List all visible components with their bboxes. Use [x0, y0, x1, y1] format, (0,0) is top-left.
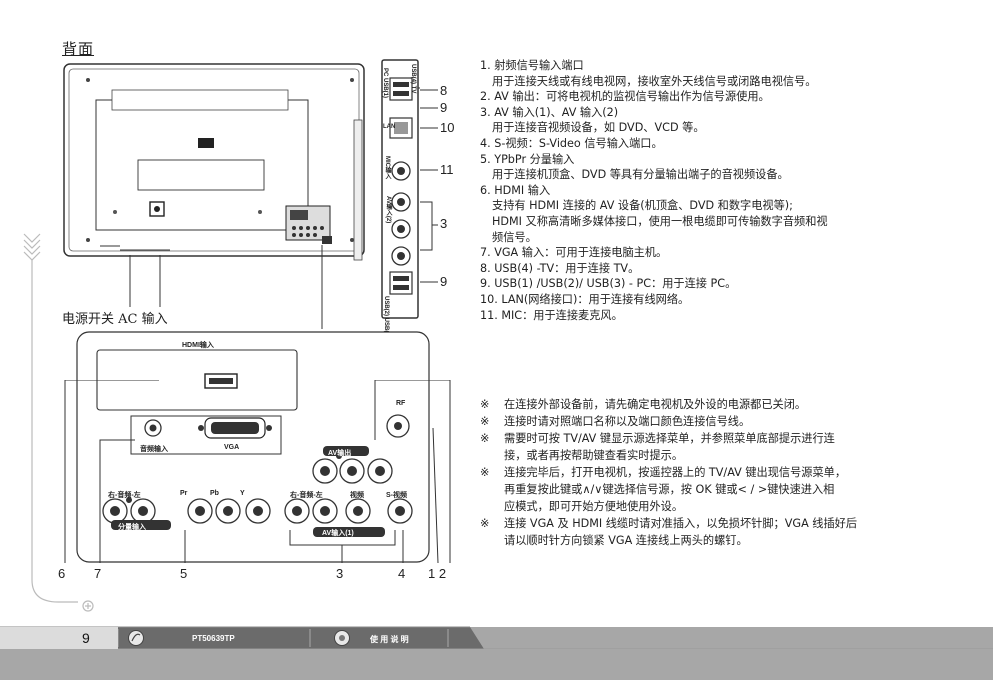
- model-number: PT50639TP: [192, 634, 235, 643]
- power-leader-lines: [129, 245, 323, 329]
- y-label: Y: [240, 490, 245, 497]
- callout-11: 11: [440, 162, 454, 177]
- note-mark: ※: [480, 517, 490, 530]
- callout-10: 10: [440, 120, 455, 135]
- side-callout-lines: [420, 89, 438, 283]
- note-line: 连接 VGA 及 HDMI 线缆时请对准插入，以免损坏针脚；VGA 线插好后: [504, 517, 858, 530]
- av-in-label: AV输入(1): [322, 530, 354, 537]
- item-line: 3. AV 输入(1)、AV 输入(2): [480, 105, 619, 119]
- item-line: HDMI 又称高清晰多媒体接口，使用一根电缆即可传输数字音频和视: [492, 214, 828, 228]
- usb-pc-label: PC USB(1): [382, 68, 388, 99]
- manual-label: 使 用 说 明: [370, 635, 409, 644]
- item-line: 1. 射频信号输入端口: [480, 59, 584, 72]
- decorative-chevrons: [23, 233, 94, 612]
- callout-9a: 9: [440, 100, 448, 115]
- note-line: 应模式，即可开始方便地使用外设。: [504, 500, 684, 513]
- video-label: 视频: [350, 492, 364, 499]
- brand-logo-icon: [128, 630, 144, 646]
- callout-3a: 3: [440, 216, 448, 231]
- note-mark: ※: [480, 398, 490, 411]
- rf-label: RF: [396, 400, 406, 407]
- item-line: 频信号。: [492, 230, 537, 244]
- note-line: 接，或者再按帮助键查看实时提示。: [504, 449, 684, 462]
- callout-9b: 9: [440, 274, 448, 289]
- item-list: 1. 射频信号输入端口用于连接天线或有线电视网，接收室外天线信号或闭路电视信号。…: [480, 58, 828, 323]
- manual-logo-icon: [334, 630, 350, 646]
- note-line: 再重复按此键或∧/∨键选择信号源，按 OK 键或< / >键快速进入相: [504, 483, 835, 496]
- bottom-callout-lines: [64, 380, 451, 564]
- note-line: 需要时可按 TV/AV 键显示源选择菜单，并参照菜单底部提示进行连: [504, 432, 835, 445]
- item-line: 10. LAN(网络接口)：用于连接有线网络。: [480, 292, 690, 306]
- pb-label: Pb: [210, 490, 219, 497]
- item-line: 8. USB(4) -TV：用于连接 TV。: [480, 261, 640, 275]
- footer-tabs: [0, 626, 993, 649]
- power-ac-label: 电源开关 AC 输入: [62, 312, 168, 327]
- note-item: ※ 连接时请对照端口名称以及端口颜色连接信号线。: [480, 413, 857, 430]
- note-line: 请以顺时针方向锁紧 VGA 连接线上两头的螺钉。: [504, 534, 748, 547]
- usb-tv-label: USB(4) TV: [410, 64, 416, 94]
- note-mark: ※: [480, 466, 490, 479]
- note-line: 连接时请对照端口名称以及端口颜色连接信号线。: [504, 415, 751, 428]
- item-line: 5. YPbPr 分量输入: [480, 152, 575, 166]
- note-item: ※ 在连接外部设备前，请先确定电视机及外设的电源都已关闭。: [480, 396, 857, 413]
- av2-label: AV输入(2): [385, 196, 391, 224]
- lan-label: LAN: [383, 124, 396, 130]
- page-number-box: [0, 627, 118, 649]
- audio-in-label: 音频输入: [140, 446, 168, 453]
- bottom-callout-6: 6: [58, 566, 66, 581]
- svideo-label: S-视频: [386, 492, 407, 499]
- bottom-callout-3: 3: [336, 566, 344, 581]
- item-line: 6. HDMI 输入: [480, 183, 551, 197]
- item-line: 用于连接音视频设备，如 DVD、VCD 等。: [492, 121, 705, 135]
- note-item: ※ 连接完毕后，打开电视机，按遥控器上的 TV/AV 键出现信号源菜单， 再重复按此…: [480, 464, 857, 515]
- av-out-label: AV输出: [328, 450, 352, 457]
- item-line: 11. MIC：用于连接麦克风。: [480, 308, 623, 322]
- comp-audio-label: 右-音频-左: [108, 492, 141, 499]
- page-title: 背面: [62, 40, 95, 58]
- pr-label: Pr: [180, 490, 188, 497]
- item-line: 9. USB(1) /USB(2)/ USB(3) - PC：用于连接 PC。: [480, 277, 737, 291]
- item-line: 2. AV 输出：可将电视机的监视信号输出作为信号源使用。: [480, 90, 770, 104]
- bottom-callout-7: 7: [94, 566, 102, 581]
- callout-8: 8: [440, 83, 448, 98]
- bottom-callout-12: 1 2: [428, 566, 447, 581]
- note-mark: ※: [480, 415, 490, 428]
- tv-back-diagram: [63, 63, 365, 261]
- note-item: ※ 连接 VGA 及 HDMI 线缆时请对准插入，以免损坏针脚；VGA 线插好后请…: [480, 515, 857, 549]
- hdmi-label: HDMI输入: [182, 342, 214, 349]
- comp-in-label: 分量输入: [118, 524, 146, 531]
- bottom-callout-5: 5: [180, 566, 188, 581]
- page-number: 9: [82, 630, 90, 646]
- item-line: 用于连接机顶盒、DVD 等具有分量输出端子的音视频设备。: [492, 168, 789, 182]
- note-mark: ※: [480, 432, 490, 445]
- notes-list: ※ 在连接外部设备前，请先确定电视机及外设的电源都已关闭。 ※ 连接时请对照端口名称以…: [480, 396, 857, 549]
- item-line: 支持有 HDMI 连接的 AV 设备(机顶盒、DVD 和数字电视等);: [492, 199, 793, 213]
- note-line: 在连接外部设备前，请先确定电视机及外设的电源都已关闭。: [504, 398, 807, 411]
- mic-label: MIC输入: [384, 156, 390, 179]
- note-item: ※ 需要时可按 TV/AV 键显示源选择菜单，并参照菜单底部提示进行连接，或者再按…: [480, 430, 857, 464]
- bottom-callout-4: 4: [398, 566, 406, 581]
- av-audio-label: 右-音频-左: [290, 492, 323, 499]
- item-line: 4. S-视频：S-Video 信号输入端口。: [480, 136, 663, 150]
- vga-label: VGA: [224, 444, 240, 451]
- connector-panel-detail: [76, 331, 430, 563]
- item-line: 用于连接天线或有线电视网，接收室外天线信号或闭路电视信号。: [492, 74, 817, 88]
- note-line: 连接完毕后，打开电视机，按遥控器上的 TV/AV 键出现信号源菜单，: [504, 466, 847, 479]
- side-connector-panel: [381, 59, 420, 319]
- usb23-label: USB(2) USB(3) PC: [383, 296, 389, 348]
- item-line: 7. VGA 输入：可用于连接电脑主机。: [480, 246, 668, 260]
